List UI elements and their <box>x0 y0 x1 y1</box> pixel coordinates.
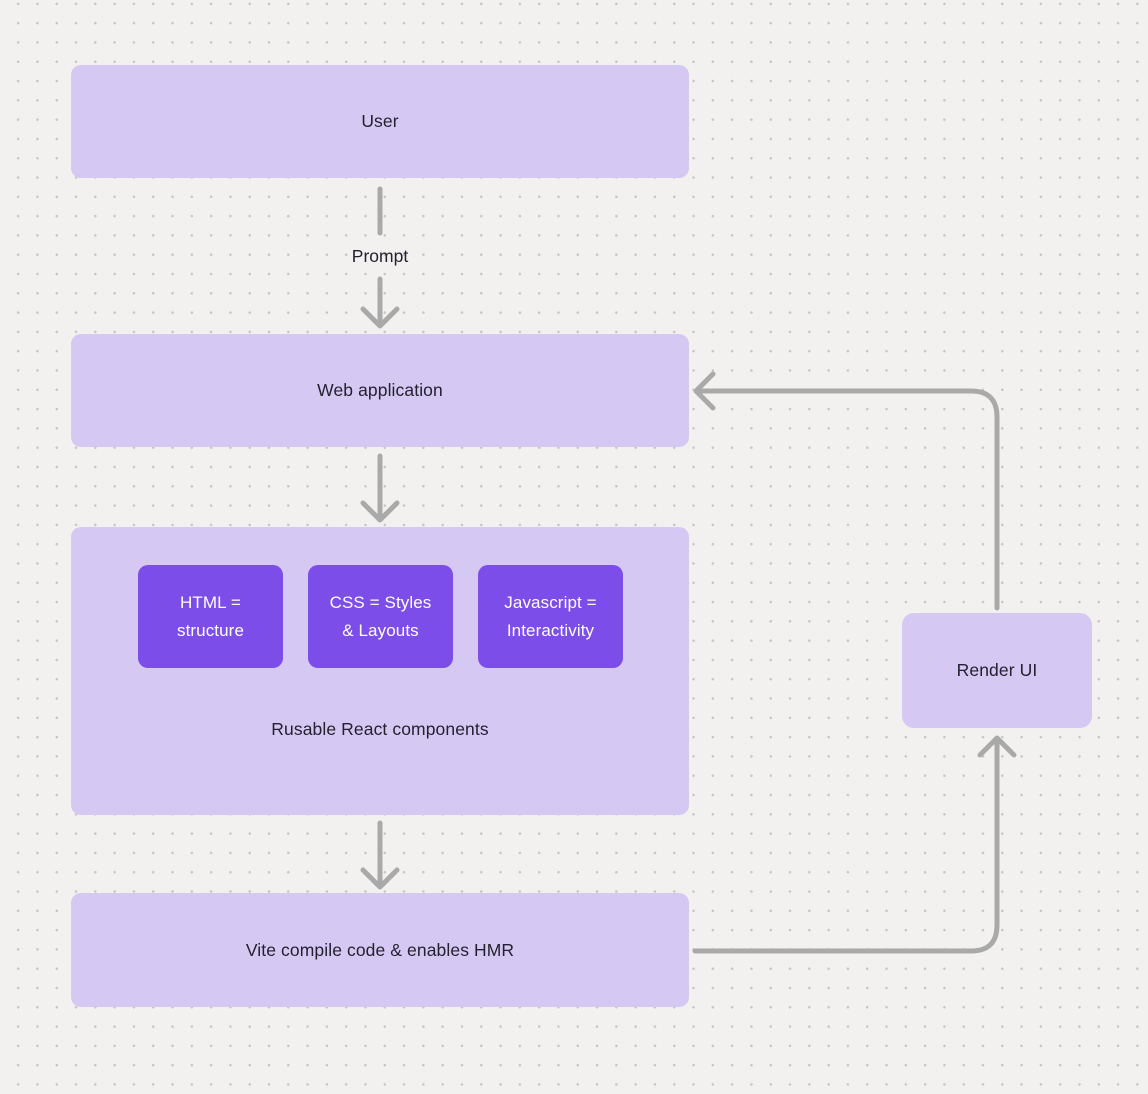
edge-renderui-to-webapp <box>693 371 1000 611</box>
node-web-application: Web application <box>71 334 689 447</box>
card-javascript-line2: Interactivity <box>506 620 595 640</box>
card-javascript-line1: Javascript = <box>504 592 597 612</box>
edge-label-prompt: Prompt <box>351 246 409 266</box>
arrowhead-down-icon <box>360 306 400 329</box>
edge-components-to-vite <box>360 820 400 890</box>
edge-webapp-to-components <box>360 453 400 523</box>
edge-vite-to-renderui <box>692 735 1017 954</box>
card-css: CSS = Styles & Layouts <box>308 565 453 668</box>
card-javascript: Javascript = Interactivity <box>478 565 623 668</box>
node-components-group: HTML = structure CSS = Styles & Layouts … <box>71 527 689 815</box>
node-vite-label: Vite compile code & enables HMR <box>245 939 515 960</box>
components-card-row: HTML = structure CSS = Styles & Layouts … <box>138 565 623 668</box>
card-html: HTML = structure <box>138 565 283 668</box>
card-html-line1: HTML = <box>180 592 241 612</box>
arrowhead-up-icon <box>977 735 1017 758</box>
card-css-line1: CSS = Styles <box>329 592 432 612</box>
node-user-label: User <box>361 111 399 131</box>
node-render-ui-label: Render UI <box>956 660 1038 680</box>
node-render-ui: Render UI <box>902 613 1092 728</box>
arrowhead-down-icon <box>360 500 400 523</box>
components-group-label: Rusable React components <box>271 719 489 739</box>
node-user: User <box>71 65 689 178</box>
card-html-line2: structure <box>176 620 245 640</box>
node-web-application-label: Web application <box>317 380 443 400</box>
card-css-line2: & Layouts <box>342 620 419 640</box>
node-vite: Vite compile code & enables HMR <box>71 893 689 1007</box>
edge-prompt-to-webapp <box>360 276 400 329</box>
arrowhead-left-icon <box>693 371 716 411</box>
arrowhead-down-icon <box>360 867 400 890</box>
